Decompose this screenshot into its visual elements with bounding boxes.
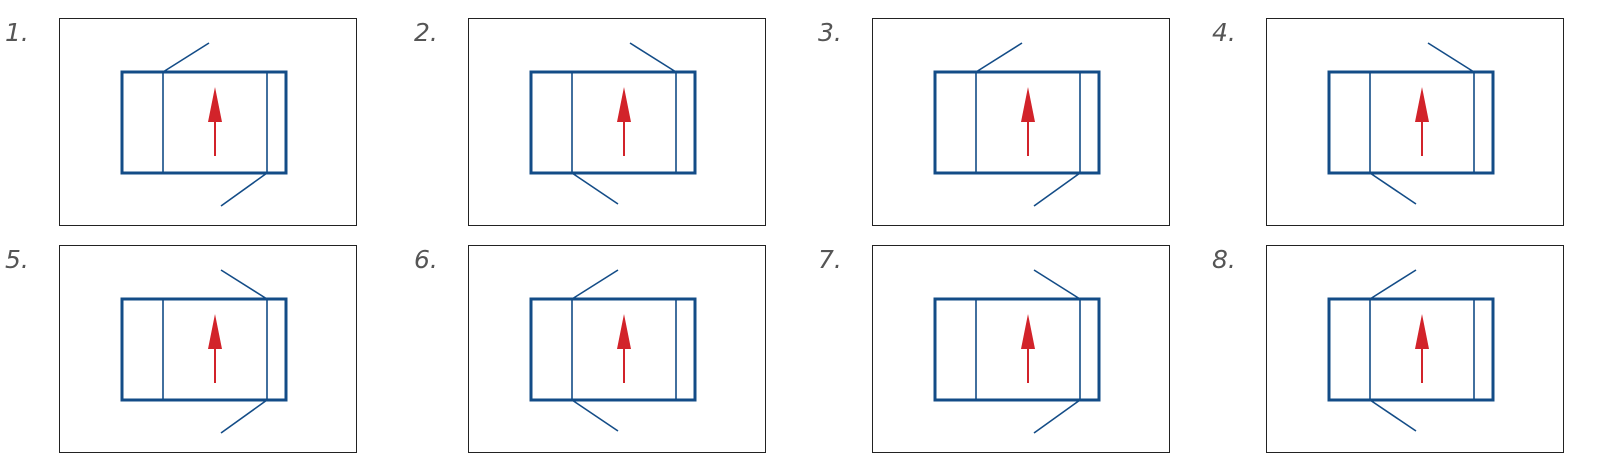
item-frame: [468, 245, 766, 453]
door-leaf-top: [1033, 269, 1081, 300]
door-panel: [1327, 70, 1495, 175]
door-leaf-bottom: [1033, 172, 1081, 207]
door-diagram: [933, 269, 1101, 434]
door-diagram: [529, 42, 697, 205]
arrow-up-icon: [617, 87, 631, 122]
door-panel: [933, 70, 1101, 175]
door-leaf-top: [1369, 269, 1417, 300]
door-leaf-bottom: [1369, 172, 1417, 205]
item-frame: [872, 245, 1170, 453]
door-leaf-top: [220, 269, 268, 300]
diagram-item-7: 7.: [818, 245, 1178, 459]
arrow-up-icon: [208, 314, 222, 349]
item-number: 6.: [414, 245, 438, 274]
diagram-item-1: 1.: [5, 18, 365, 232]
diagram-item-8: 8.: [1212, 245, 1572, 459]
arrow-up-icon: [1021, 314, 1035, 349]
door-panel: [933, 297, 1101, 402]
item-number: 7.: [818, 245, 842, 274]
door-leaf-bottom: [571, 399, 619, 432]
arrow-up-icon: [1415, 87, 1429, 122]
diagram-item-6: 6.: [414, 245, 774, 459]
door-leaf-bottom: [571, 172, 619, 205]
arrow-up-icon: [208, 87, 222, 122]
door-leaf-top: [975, 42, 1023, 73]
item-frame: [59, 18, 357, 226]
door-diagram: [120, 269, 288, 434]
item-number: 5.: [5, 245, 29, 274]
door-panel: [529, 297, 697, 402]
door-diagram: [933, 42, 1101, 207]
door-panel: [529, 70, 697, 175]
diagram-item-2: 2.: [414, 18, 774, 232]
door-leaf-bottom: [1033, 399, 1081, 434]
arrow-up-icon: [1021, 87, 1035, 122]
item-frame: [1266, 18, 1564, 226]
door-panel: [120, 70, 288, 175]
item-frame: [59, 245, 357, 453]
item-number: 2.: [414, 18, 438, 47]
item-number: 1.: [5, 18, 29, 47]
door-diagram: [120, 42, 288, 207]
door-leaf-top: [162, 42, 210, 73]
arrow-up-icon: [617, 314, 631, 349]
door-leaf-bottom: [220, 172, 268, 207]
diagram-item-5: 5.: [5, 245, 365, 459]
door-panel: [1327, 297, 1495, 402]
door-leaf-bottom: [1369, 399, 1417, 432]
door-diagram: [529, 269, 697, 432]
item-frame: [468, 18, 766, 226]
door-diagram: [1327, 269, 1495, 432]
door-leaf-bottom: [220, 399, 268, 434]
item-number: 4.: [1212, 18, 1236, 47]
arrow-up-icon: [1415, 314, 1429, 349]
item-number: 8.: [1212, 245, 1236, 274]
diagram-item-3: 3.: [818, 18, 1178, 232]
diagram-item-4: 4.: [1212, 18, 1572, 232]
item-frame: [1266, 245, 1564, 453]
item-number: 3.: [818, 18, 842, 47]
door-leaf-top: [629, 42, 677, 73]
door-panel: [120, 297, 288, 402]
door-diagram: [1327, 42, 1495, 205]
door-leaf-top: [1427, 42, 1475, 73]
door-leaf-top: [571, 269, 619, 300]
item-frame: [872, 18, 1170, 226]
